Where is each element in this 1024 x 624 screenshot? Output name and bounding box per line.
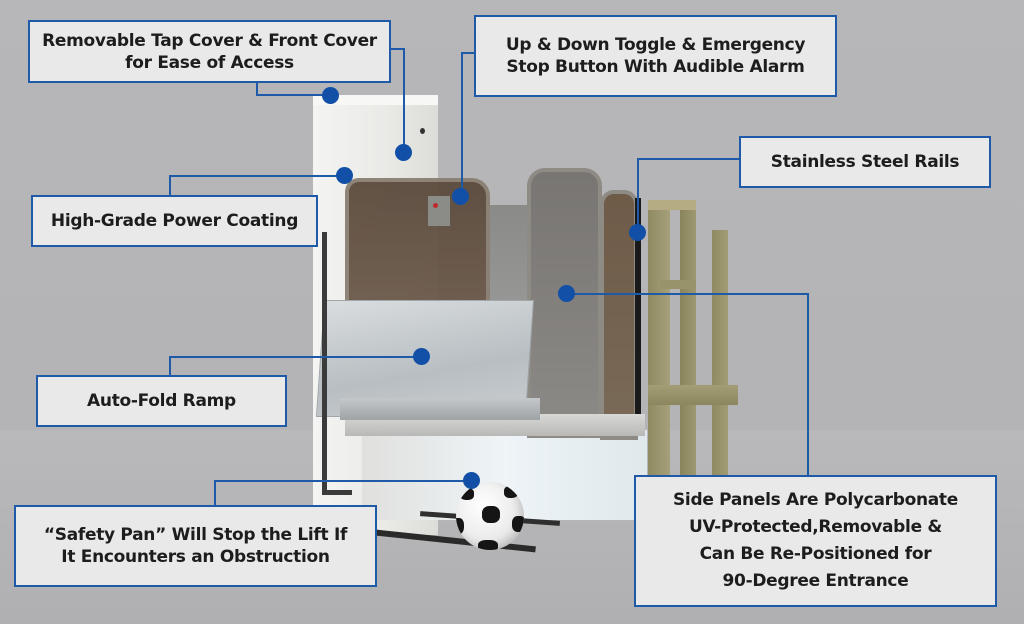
callout-safety-pan: “Safety Pan” Will Stop the Lift If It En… bbox=[14, 505, 377, 587]
guide-post bbox=[322, 232, 327, 492]
callout-power-coating: High-Grade Power Coating bbox=[31, 195, 318, 247]
ramp-hinge bbox=[340, 398, 540, 420]
callout-text: Removable Tap Cover & Front Cover for Ea… bbox=[42, 30, 377, 73]
stainless-rail bbox=[635, 198, 641, 423]
control-box bbox=[428, 196, 450, 226]
wood-post bbox=[712, 230, 728, 475]
callout-toggle-emergency-stop: Up & Down Toggle & Emergency Stop Button… bbox=[474, 15, 837, 97]
callout-text: Side Panels Are Polycarbonate UV-Protect… bbox=[672, 490, 958, 591]
leader-line bbox=[214, 480, 216, 506]
leader-line bbox=[169, 175, 344, 177]
callout-text: High-Grade Power Coating bbox=[50, 211, 299, 231]
callout-text: Auto-Fold Ramp bbox=[87, 391, 236, 411]
marker-dot[interactable] bbox=[322, 87, 339, 104]
leader-line bbox=[461, 52, 463, 196]
leader-line bbox=[403, 48, 405, 152]
marker-dot[interactable] bbox=[629, 224, 646, 241]
wood-rail-top bbox=[648, 200, 696, 210]
tower-top-cover bbox=[313, 95, 438, 105]
leader-line bbox=[169, 175, 171, 197]
key-hole bbox=[420, 128, 425, 134]
marker-dot[interactable] bbox=[395, 144, 412, 161]
marker-dot[interactable] bbox=[336, 167, 353, 184]
leader-line bbox=[807, 293, 809, 477]
callout-text: Up & Down Toggle & Emergency Stop Button… bbox=[505, 35, 806, 77]
leader-line bbox=[568, 293, 809, 295]
callout-stainless-steel-rails: Stainless Steel Rails bbox=[739, 136, 991, 188]
leader-line bbox=[169, 356, 421, 358]
soccer-ball-icon bbox=[456, 482, 524, 550]
marker-dot[interactable] bbox=[463, 472, 480, 489]
marker-dot[interactable] bbox=[452, 188, 469, 205]
wood-crossbar bbox=[660, 280, 696, 289]
rear-side-panel bbox=[345, 178, 490, 323]
wood-post bbox=[680, 205, 696, 475]
leader-line bbox=[461, 52, 476, 54]
leader-line bbox=[214, 480, 472, 482]
leader-line bbox=[389, 48, 405, 50]
wood-landing-deck bbox=[648, 385, 738, 405]
leader-line bbox=[256, 94, 332, 96]
callout-auto-fold-ramp: Auto-Fold Ramp bbox=[36, 375, 287, 427]
leader-line bbox=[637, 158, 741, 160]
marker-dot[interactable] bbox=[413, 348, 430, 365]
wood-post bbox=[648, 200, 670, 475]
leader-line bbox=[169, 356, 171, 376]
emergency-stop-button bbox=[433, 203, 438, 208]
leader-line bbox=[637, 158, 639, 232]
leader-line bbox=[256, 81, 258, 96]
guide-post-foot bbox=[322, 490, 352, 495]
marker-dot[interactable] bbox=[558, 285, 575, 302]
callout-text: Stainless Steel Rails bbox=[770, 152, 960, 172]
callout-removable-covers: Removable Tap Cover & Front Cover for Ea… bbox=[28, 20, 391, 83]
callout-text: “Safety Pan” Will Stop the Lift If It En… bbox=[43, 525, 348, 567]
callout-side-panels: Side Panels Are Polycarbonate UV-Protect… bbox=[634, 475, 997, 607]
